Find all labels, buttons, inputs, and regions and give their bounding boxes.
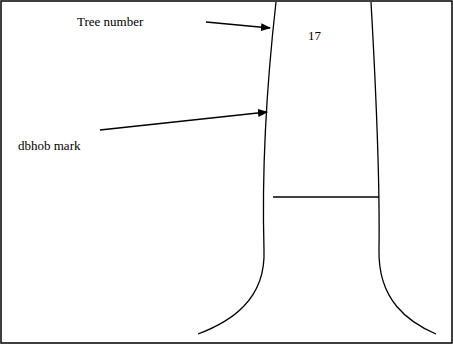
tree-number: 17 [308, 28, 321, 43]
dbhob-line [273, 196, 379, 197]
leader-arrow [206, 22, 270, 28]
callout-label: Tree number [77, 14, 143, 29]
trunk-right-outline [371, 2, 436, 334]
trunk-left-outline [198, 2, 276, 334]
callout-label: dbhob mark [18, 138, 80, 153]
leader-arrow [100, 112, 267, 130]
